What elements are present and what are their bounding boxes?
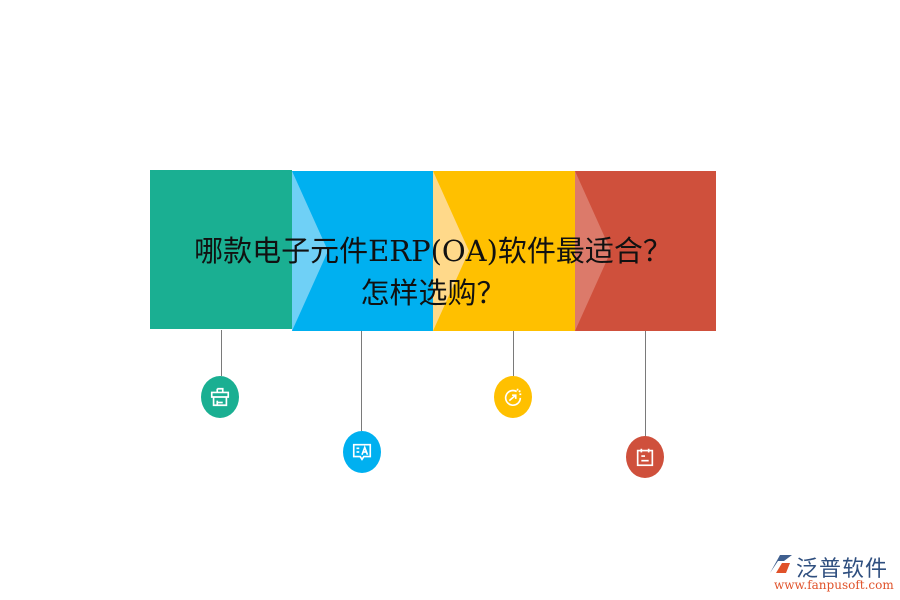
node-3 [494,376,532,418]
segment-3-yellow [433,171,575,331]
connector-line-4 [645,331,646,437]
arrow-shape [292,171,328,331]
title-line-2: 怎样选购？ [360,276,506,310]
translate-chat-icon [352,443,372,461]
growth-arrow-icon [504,388,522,407]
logo-url: www.fanpusoft.com [774,578,894,592]
arrow-shape [575,171,611,331]
logo-mark-icon [770,555,792,573]
logo-brand-name: 泛普软件 [796,557,889,582]
node-4 [626,436,664,478]
node-2 [343,431,381,473]
shop-icon [210,387,230,407]
segment-1-green [150,170,292,329]
arrow-shape [433,171,469,331]
fanpu-logo: 泛普软件 www.fanpusoft.com [768,551,896,596]
connector-line-1 [221,330,222,376]
title-line-1: 哪款电子元件ERP(OA)软件最适合？ [194,234,672,268]
node-1 [201,376,239,418]
segment-2-blue [292,171,433,331]
connector-line-2 [361,331,362,431]
connector-line-3 [513,331,514,376]
diagram-title: 哪款电子元件ERP(OA)软件最适合？ 怎样选购？ [150,230,716,314]
segment-4-red [575,171,716,331]
calendar-icon [636,448,654,467]
